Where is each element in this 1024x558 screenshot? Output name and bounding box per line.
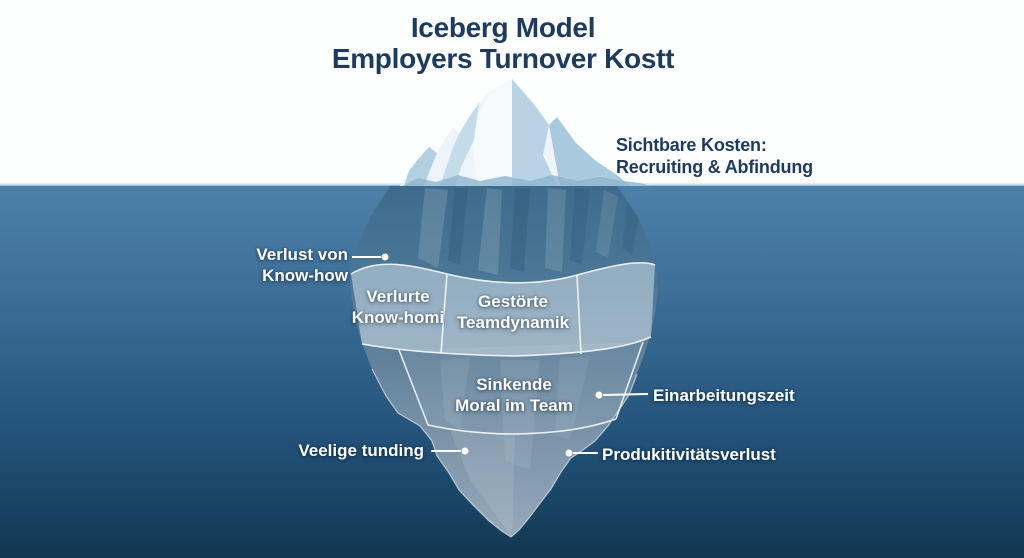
label-productivity-loss: Produkitivitätsverlust <box>602 445 776 464</box>
label-segment-center: Gestörte Teamdynamik <box>457 291 569 333</box>
diagram-title-line2: Employers Turnover Kostt <box>331 43 675 74</box>
visible-costs-label: Sichtbare Kosten: Recruiting & Abfindung <box>616 134 813 178</box>
visible-costs-heading: Sichtbare Kosten: <box>616 135 767 155</box>
label-segment-center-line1: Gestörte <box>478 292 548 311</box>
segment-line-lower-bottom <box>427 418 617 435</box>
tip-facet-right-shadow <box>512 79 557 186</box>
label-severance: Veelige tunding <box>298 441 424 460</box>
label-segment-left-line1: Verlurte <box>366 287 430 306</box>
label-segment-lower: Sinkende Moral im Team <box>455 374 573 416</box>
segment-lines <box>350 262 656 435</box>
label-segment-lower-line2: Moral im Team <box>455 396 573 415</box>
tip-facet-left-mid <box>440 103 479 186</box>
label-knowledge-loss-line1: Verlust von <box>256 245 348 264</box>
lower-segment-panel <box>399 342 643 434</box>
leader-line-onboarding <box>602 393 649 396</box>
iceberg-lower-outline <box>371 368 638 538</box>
label-segment-left-line2: Know-homi <box>351 308 445 327</box>
segment-line-divider-left <box>440 273 448 354</box>
leader-dot-onboarding <box>595 391 603 399</box>
segment-line-lower-right <box>615 341 644 420</box>
tip-facet-far-left <box>404 147 437 186</box>
segment-line-lower-left <box>398 349 429 426</box>
tip-facet-highlight <box>470 79 512 186</box>
segment-line-band-top <box>350 262 656 284</box>
label-segment-left: Verlurte Know-homi <box>352 286 445 328</box>
diagram-title-line1: Iceberg Model <box>410 12 596 43</box>
iceberg-texture <box>418 188 640 537</box>
label-onboarding-time: Einarbeitungszeit <box>653 386 795 405</box>
iceberg-tip <box>400 79 652 186</box>
tip-base-skirt <box>402 175 652 186</box>
label-segment-lower-line1: Sinkende <box>476 375 552 394</box>
leader-dot-knowledge-loss <box>381 253 389 261</box>
leader-lines <box>352 253 649 457</box>
label-knowledge-loss-line2: Know-how <box>262 266 348 285</box>
label-segment-center-line2: Teamdynamik <box>456 313 570 332</box>
segment-line-divider-right <box>576 274 582 355</box>
visible-costs-subheading: Recruiting & Abfindung <box>616 157 813 177</box>
segment-line-band-bottom <box>361 336 652 357</box>
frosted-band-panel <box>351 262 655 356</box>
tip-facet-far-right <box>549 117 630 186</box>
label-knowledge-loss: Verlust von Know-how <box>256 244 348 286</box>
diagram-title: Iceberg Model Employers Turnover Kostt <box>0 12 1006 74</box>
leader-dot-productivity <box>565 449 573 457</box>
leader-dot-severance <box>461 447 469 455</box>
